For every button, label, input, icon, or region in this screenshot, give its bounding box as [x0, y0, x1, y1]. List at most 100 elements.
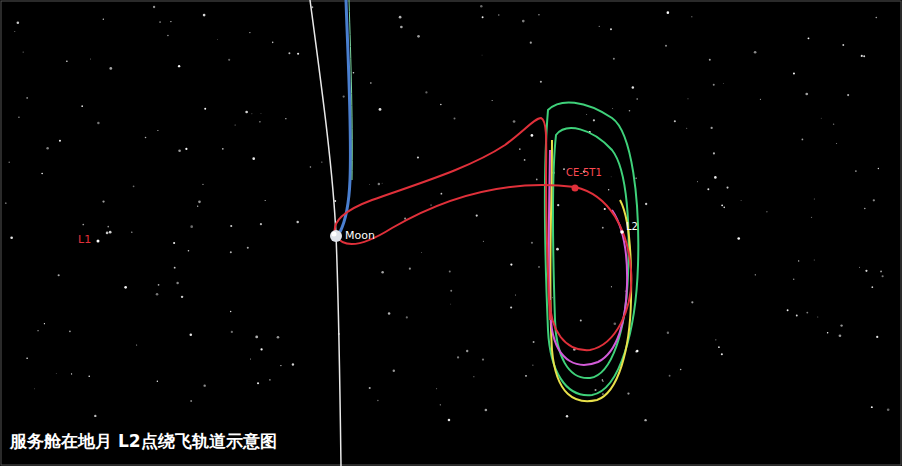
star	[876, 336, 878, 338]
star	[519, 148, 521, 150]
star	[197, 206, 198, 207]
star	[421, 252, 423, 254]
star	[370, 82, 372, 84]
star	[369, 184, 371, 186]
lagrange-point-label: L2	[626, 222, 638, 232]
star	[887, 408, 890, 411]
star	[787, 309, 789, 311]
star	[106, 232, 109, 235]
star	[170, 21, 171, 22]
star	[715, 339, 716, 340]
transfer-trajectory-loop	[336, 185, 631, 350]
star	[260, 223, 262, 225]
star	[691, 301, 693, 303]
star	[859, 266, 861, 268]
star	[476, 214, 478, 216]
star	[109, 231, 112, 234]
star	[8, 161, 10, 163]
star	[188, 250, 190, 252]
star	[296, 221, 298, 223]
star	[102, 200, 104, 202]
star	[259, 121, 261, 123]
star	[833, 123, 834, 124]
star	[431, 205, 432, 206]
moon	[330, 230, 342, 242]
star	[610, 176, 612, 178]
star	[190, 400, 192, 402]
star	[691, 16, 692, 17]
star	[288, 52, 290, 54]
transfer-trajectory	[335, 118, 550, 320]
star	[156, 293, 159, 296]
star	[880, 271, 882, 273]
star	[5, 202, 7, 204]
star	[629, 110, 631, 112]
star	[480, 5, 482, 7]
star	[737, 237, 740, 240]
star	[610, 28, 612, 30]
star	[580, 320, 582, 322]
star	[292, 363, 294, 365]
star	[811, 217, 812, 218]
star	[636, 98, 637, 99]
star	[131, 231, 132, 232]
star	[178, 149, 181, 152]
star	[556, 248, 559, 251]
star	[680, 369, 682, 371]
star	[409, 268, 411, 270]
star	[230, 225, 232, 227]
star	[473, 376, 474, 377]
star	[709, 59, 711, 61]
star	[173, 242, 175, 244]
star	[440, 404, 441, 405]
star	[378, 183, 380, 185]
l2-point	[620, 230, 624, 234]
star	[18, 117, 19, 118]
star	[602, 381, 603, 382]
star	[159, 21, 161, 23]
star	[793, 73, 795, 75]
halo-orbit-yellow	[550, 140, 631, 401]
star	[449, 270, 451, 272]
star	[94, 415, 96, 417]
star	[417, 35, 420, 38]
star	[450, 290, 452, 292]
star	[14, 30, 16, 32]
star	[871, 286, 873, 288]
star	[721, 353, 723, 355]
star	[230, 251, 232, 253]
star	[482, 358, 484, 360]
star	[760, 99, 761, 100]
star	[711, 127, 713, 129]
star	[176, 282, 179, 285]
star	[798, 260, 799, 261]
star	[269, 379, 271, 381]
star	[417, 156, 419, 158]
star	[343, 95, 345, 97]
star	[228, 59, 230, 61]
star	[723, 207, 725, 209]
star	[26, 357, 28, 359]
star	[158, 284, 160, 286]
star	[109, 67, 112, 70]
star	[34, 388, 36, 390]
star	[466, 350, 468, 352]
star	[806, 312, 808, 314]
star	[882, 275, 884, 277]
star	[840, 324, 842, 326]
star	[595, 389, 597, 391]
star	[249, 32, 250, 33]
star	[793, 278, 795, 280]
star	[17, 21, 20, 24]
approach-trajectory-inner	[349, 0, 352, 180]
star	[425, 91, 427, 93]
star	[669, 375, 671, 377]
star	[44, 323, 45, 324]
star	[686, 128, 687, 129]
star	[538, 14, 540, 16]
star	[612, 107, 614, 109]
star	[847, 94, 849, 96]
star	[198, 201, 201, 204]
star	[613, 58, 615, 60]
